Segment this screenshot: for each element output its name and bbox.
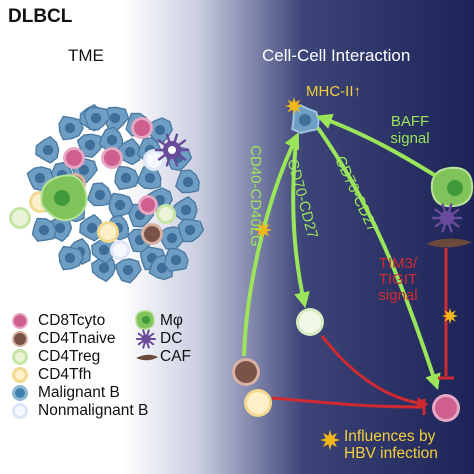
malignant-b-cell [108, 192, 134, 218]
dc-right-cell [431, 203, 463, 233]
cd4treg-middle-cell [296, 308, 324, 336]
legend-label: Malignant B [38, 384, 120, 401]
macrophage-legend-icon [135, 310, 155, 330]
hbv-star-icon [254, 221, 272, 239]
legend-label: CD4Tfh [38, 366, 92, 383]
cd8tcyto-cell [138, 195, 158, 215]
cd40-cd40lg-label-line: CD40-CD40LG [247, 145, 264, 247]
legend-icons [135, 310, 158, 361]
cd70-cd27-left-label-line: CD70-CD27 [284, 157, 322, 240]
malignant-b-cell [116, 138, 142, 166]
dc-legend-icon [136, 329, 156, 349]
legend-label: CD8Tcyto [38, 312, 106, 329]
malignant-b-swatch [12, 385, 28, 401]
hbv-stars [254, 97, 458, 450]
figure-title: DLBCL [8, 6, 73, 27]
malignant-b-cell [31, 217, 57, 242]
malignant-b-cell [83, 106, 111, 131]
cd8tcyto-cell [63, 147, 85, 169]
malignant-b-cell [177, 218, 205, 243]
hbv-infection-label-line: Influences by [344, 428, 436, 445]
interaction-arrows [242, 113, 454, 415]
malignant-b-cell [173, 196, 198, 224]
cd40-cd40lg-arrow [242, 132, 300, 357]
cd70-cd27-left-label: CD70-CD27 [284, 157, 322, 240]
baff-signal-arrow [315, 113, 438, 178]
malignant-b-cell [58, 115, 84, 141]
malignant-b-cell [136, 165, 162, 190]
tfh-to-cd8-inhibition [271, 396, 425, 409]
cd4tnaive-swatch [12, 331, 28, 347]
cd70-cd27-left-arrow [291, 141, 310, 309]
hbv-star-icon [442, 308, 458, 324]
tim3-tigit-signal-label-line: TIGIT [379, 271, 417, 288]
malignant-b-cell [58, 245, 84, 271]
legend-label: Nonmalignant B [38, 402, 149, 419]
cd4treg-swatch [12, 349, 28, 365]
malignant-b-cell [175, 169, 200, 194]
treg-to-cd8-arrow [320, 335, 429, 409]
nonmalignant-b-cell [143, 149, 165, 171]
legend-label: DC [160, 330, 183, 347]
malignant-b-cell [76, 133, 104, 158]
malignant-b-top-cell [291, 103, 320, 135]
malignant-b-cell [79, 214, 104, 242]
legend-label: CD4Treg [38, 348, 101, 365]
cd70-cd27-right-label-line: CD70-CD27 [331, 153, 381, 234]
hbv-star-icon [285, 97, 303, 115]
cd8tcyto-bottom-cell [432, 394, 460, 422]
cd8tcyto-swatch [12, 313, 28, 329]
cd4tnaive-bottom-cell [232, 358, 260, 386]
tme-panel-title: TME [68, 46, 104, 65]
baff-signal-label-line: signal [390, 130, 429, 147]
cd8tcyto-cell [101, 147, 123, 169]
malignant-b-cell [87, 182, 112, 207]
nonmalignant-b-swatch [12, 403, 28, 419]
malignant-b-cell [91, 254, 117, 282]
nonmalignant-b-cell [110, 240, 130, 260]
malignant-b-cell [114, 258, 142, 284]
legend-label: CD4Tnaive [38, 330, 116, 347]
macrophage-cell [40, 174, 88, 221]
cd40-cd40lg-label: CD40-CD40LG [247, 145, 264, 247]
cd4tfh-bottom-cell [244, 389, 272, 417]
caf-legend-icon [136, 354, 158, 361]
malignant-b-cell [114, 165, 140, 191]
dc-cell [154, 133, 190, 167]
cd4tnaive-cell [141, 223, 163, 245]
macrophage-right-cell [430, 166, 474, 208]
legend-label: CAF [160, 348, 191, 365]
baff-signal-label-line: BAFF [391, 113, 429, 130]
malignant-b-cell [35, 136, 60, 164]
interaction-cells [232, 103, 474, 422]
cd70-cd27-right-arrow [316, 126, 441, 391]
legend-label: Mφ [160, 312, 183, 329]
mhc-ii-label: MHC-II↑ [306, 83, 361, 100]
cd8tcyto-cell [131, 117, 153, 139]
hbv-star-icon [320, 430, 340, 450]
caf-right-cell [426, 238, 472, 248]
hbv-infection-label-line: HBV infection [344, 445, 438, 462]
tim3-tigit-signal-label-line: signal [378, 287, 417, 304]
cd4treg-cell [9, 207, 31, 229]
tumor-microenvironment-cluster [9, 104, 205, 284]
interaction-panel-title: Cell-Cell Interaction [262, 46, 411, 65]
mhc-ii-label-line: MHC-II↑ [306, 83, 361, 100]
malignant-b-cell [163, 247, 189, 272]
cd70-cd27-right-label: CD70-CD27 [331, 153, 381, 234]
tim3-tigit-signal-label-line: TIM3/ [379, 255, 418, 272]
cd4tfh-swatch [12, 367, 28, 383]
cd4tfh-cell [97, 221, 119, 243]
cd4treg-cell [156, 204, 176, 224]
malignant-b-cell [102, 106, 130, 131]
